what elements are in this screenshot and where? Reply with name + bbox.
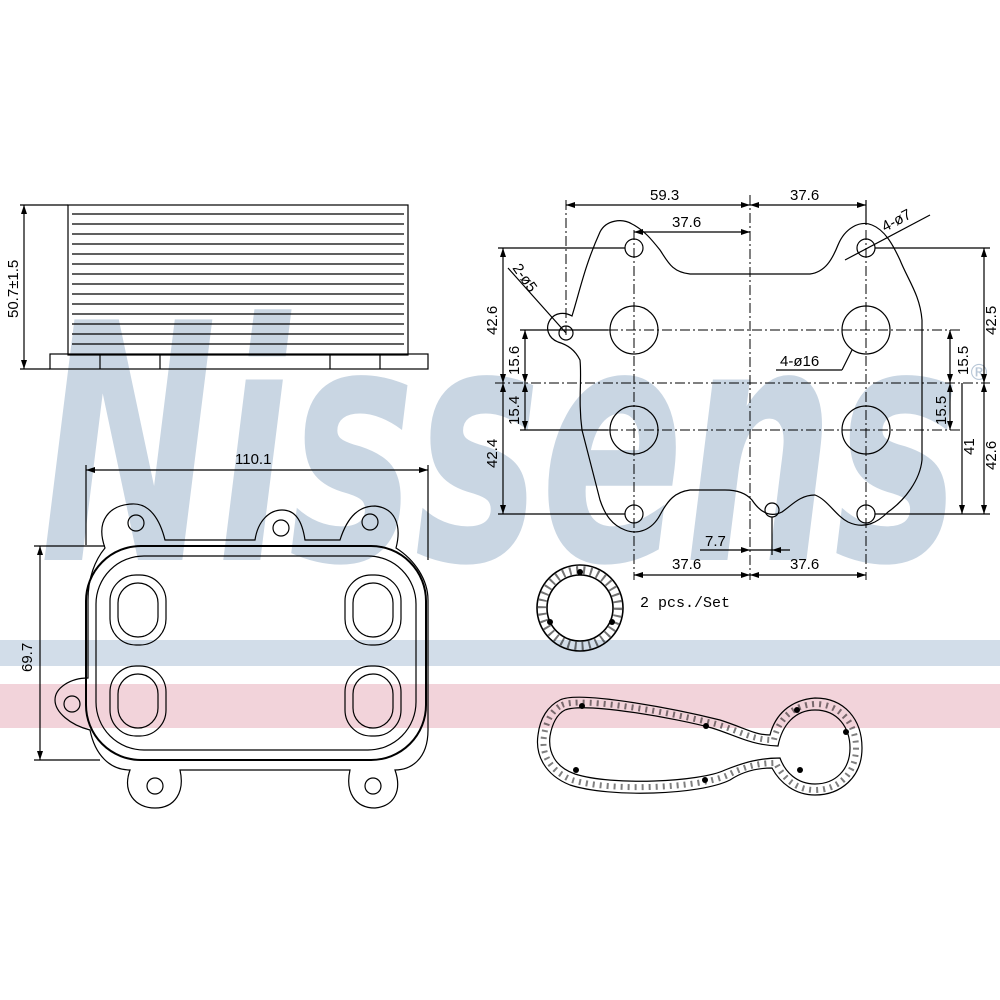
front-view-ports [109,574,402,737]
flange-left-dim-4: 42.4 [484,439,501,468]
side-view-body [67,204,409,356]
flange-left-dim-2: 15.6 [506,346,523,375]
watermark-pink-band [0,684,1000,728]
flange-outline [547,220,923,533]
front-view-outline [54,503,429,809]
side-view-height-dim: 50.7±1.5 [5,260,22,318]
flange-right-dim-2: 15.5 [955,346,972,375]
flange-bottom-dim-1: 37.6 [672,556,701,573]
flange-left-dim-1: 42.6 [484,306,501,335]
front-view-width-dim: 110.1 [235,451,271,468]
gasket-quantity-note: 2 pcs./Set [640,595,730,612]
side-view-fins [72,213,404,345]
front-view-gasket-outer [85,545,427,761]
flange-top-dim-1: 59.3 [650,187,679,204]
flange-top-dim-2: 37.6 [790,187,819,204]
flange-small-gap-dim: 7.7 [705,533,726,550]
flange-inner-top-dim: 37.6 [672,214,701,231]
gaskets: 2 pcs./Set [536,564,863,796]
flange-right-dim-4: 41 [961,438,978,455]
flange-port-holes [609,305,891,455]
side-view: 50.7±1.5 [5,204,429,370]
side-view-base-plate [49,353,429,370]
front-view: 110.1 69.7 [19,451,429,809]
flange-right-dim-3: 15.5 [933,396,950,425]
flange-right-dim-1: 42.5 [983,306,1000,335]
flange-right-dim-5: 42.6 [983,441,1000,470]
watermark-blue-band [0,640,1000,666]
flange-callout-corner-holes: 4-ø7 [879,206,914,235]
front-view-height-dim: 69.7 [19,643,36,672]
watermark: Nissens ® [0,254,1000,728]
flange-bottom-dim-2: 37.6 [790,556,819,573]
round-gasket [536,564,624,652]
flange-callout-port-holes: 4-ø16 [780,353,819,370]
flange-view: 59.3 37.6 37.6 37.6 37.6 7.7 42.6 [484,187,1000,580]
front-view-gasket-inner [95,555,417,751]
figure-eight-gasket [536,696,863,796]
watermark-brand: Nissens [40,254,960,638]
flange-left-dim-3: 15.4 [506,396,523,425]
